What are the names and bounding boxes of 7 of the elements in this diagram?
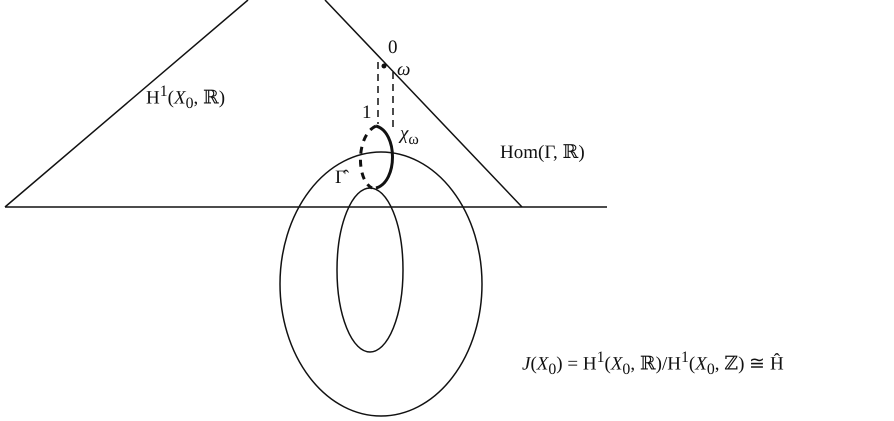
math-label: 1 xyxy=(362,103,372,122)
math-label: Hom(Γ, ℝ) xyxy=(500,143,585,162)
math-label: H$^{1}$(X$_{0}$, ℝ) xyxy=(146,84,226,112)
math-label: ω xyxy=(397,60,410,79)
math-label: χ$_{ω}$ xyxy=(400,124,419,148)
math-label: 0 xyxy=(388,38,398,57)
math-label: J(X$_{0}$) = H$^{1}$(X$_{0}$, ℝ)/H$^{1}$(X$_{0}$, ℤ) ≅ Ĥ xyxy=(522,350,784,378)
